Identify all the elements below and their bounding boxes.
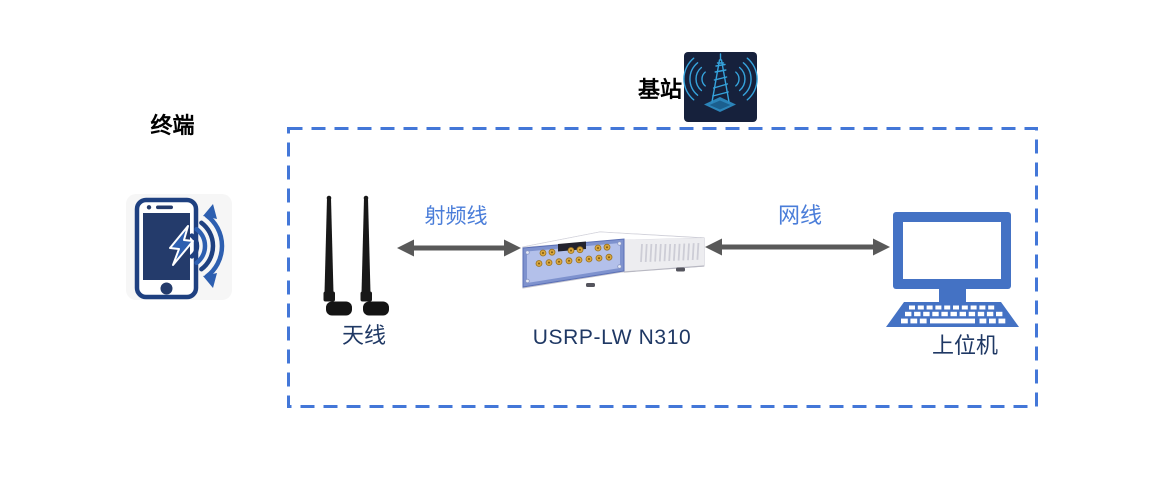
host-pc-label: 上位机 — [931, 333, 998, 358]
rf-cable-double-arrow-icon — [397, 239, 521, 257]
ethernet-double-arrow-icon — [705, 238, 890, 256]
diagram-boundary — [287, 127, 1038, 408]
usrp-device-label: USRP-LW N310 — [532, 326, 692, 349]
cell-tower-icon — [683, 52, 758, 122]
base-station-label: 基站 — [637, 77, 682, 102]
rf-cable-label: 射频线 — [424, 205, 488, 228]
ethernet-cable-label: 网线 — [777, 203, 822, 228]
antenna-label: 天线 — [341, 323, 386, 348]
smartphone-wireless-icon — [126, 194, 232, 300]
usrp-device-icon — [522, 231, 705, 289]
desktop-computer-icon — [886, 212, 1019, 327]
dual-antenna-icon — [323, 195, 389, 316]
terminal-label: 终端 — [150, 113, 195, 138]
